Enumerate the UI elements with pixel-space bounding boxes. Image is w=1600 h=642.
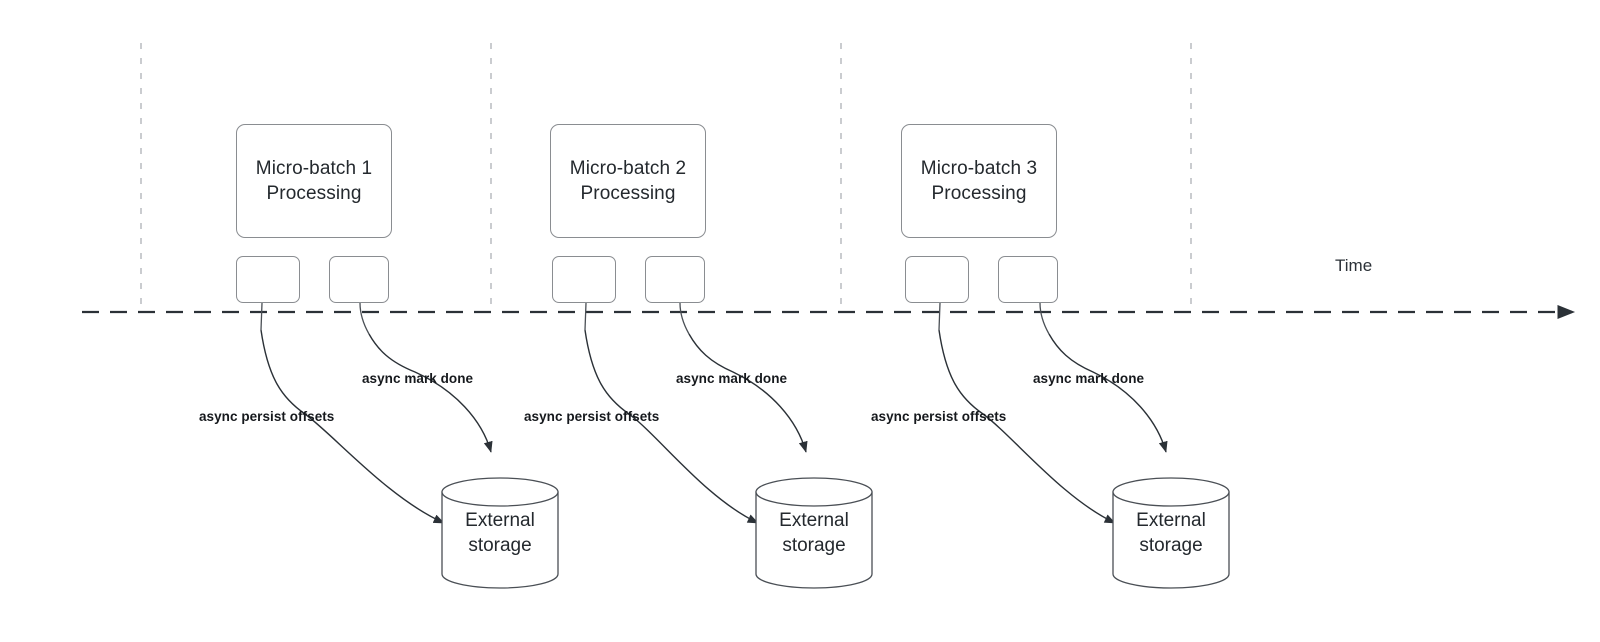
cylinder-body-1 bbox=[441, 491, 559, 589]
tick-connectors bbox=[260, 302, 1050, 335]
edge-label-mark-done-2: async mark done bbox=[676, 371, 788, 386]
edge-persist-offsets-1 bbox=[260, 329, 445, 524]
edge-label-persist-offsets-3: async persist offsets bbox=[871, 409, 1007, 424]
micro-batch-label-1: Micro-batch 1 Processing bbox=[255, 158, 373, 204]
storage-cylinder-3 bbox=[1112, 477, 1230, 589]
tick-box-2-left[interactable] bbox=[552, 256, 616, 303]
tick-connector-2b bbox=[679, 302, 690, 335]
edge-label-mark-done-3: async mark done bbox=[1033, 371, 1145, 386]
tick-box-2-right[interactable] bbox=[645, 256, 705, 303]
edge-mark-done-1 bbox=[368, 333, 493, 453]
micro-batch-box-2[interactable]: Micro-batch 2 Processing bbox=[550, 124, 706, 238]
micro-batch-label-2: Micro-batch 2 Processing bbox=[569, 158, 687, 204]
cylinder-top-3 bbox=[1112, 477, 1230, 507]
edge-persist-offsets-3 bbox=[938, 329, 1116, 524]
edge-mark-done-3 bbox=[1048, 333, 1168, 453]
edge-persist-offsets-2 bbox=[584, 329, 759, 524]
tick-connector-1b bbox=[359, 302, 370, 335]
tick-connector-1a bbox=[260, 302, 263, 331]
edge-label-persist-offsets-1: async persist offsets bbox=[199, 409, 335, 424]
group-2-edges bbox=[584, 329, 808, 524]
tick-box-3-right[interactable] bbox=[998, 256, 1058, 303]
cylinder-body-3 bbox=[1112, 491, 1230, 589]
micro-batch-box-1[interactable]: Micro-batch 1 Processing bbox=[236, 124, 392, 238]
edge-label-mark-done-1: async mark done bbox=[362, 371, 474, 386]
group-3-edges bbox=[938, 329, 1168, 524]
tick-box-1-right[interactable] bbox=[329, 256, 389, 303]
edge-mark-done-2 bbox=[688, 333, 808, 453]
group-1-edges bbox=[260, 329, 493, 524]
edge-label-persist-offsets-2: async persist offsets bbox=[524, 409, 660, 424]
micro-batch-label-3: Micro-batch 3 Processing bbox=[920, 158, 1038, 204]
time-axis-label: Time bbox=[1335, 256, 1373, 275]
cylinder-top-1 bbox=[441, 477, 559, 507]
storage-cylinder-2 bbox=[755, 477, 873, 589]
tick-connector-3a bbox=[938, 302, 941, 331]
cylinder-body-2 bbox=[755, 491, 873, 589]
cylinder-top-2 bbox=[755, 477, 873, 507]
tick-box-3-left[interactable] bbox=[905, 256, 969, 303]
storage-cylinder-1 bbox=[441, 477, 559, 589]
tick-connector-3b bbox=[1039, 302, 1050, 335]
tick-box-1-left[interactable] bbox=[236, 256, 300, 303]
tick-connector-2a bbox=[584, 302, 587, 331]
micro-batch-box-3[interactable]: Micro-batch 3 Processing bbox=[901, 124, 1057, 238]
